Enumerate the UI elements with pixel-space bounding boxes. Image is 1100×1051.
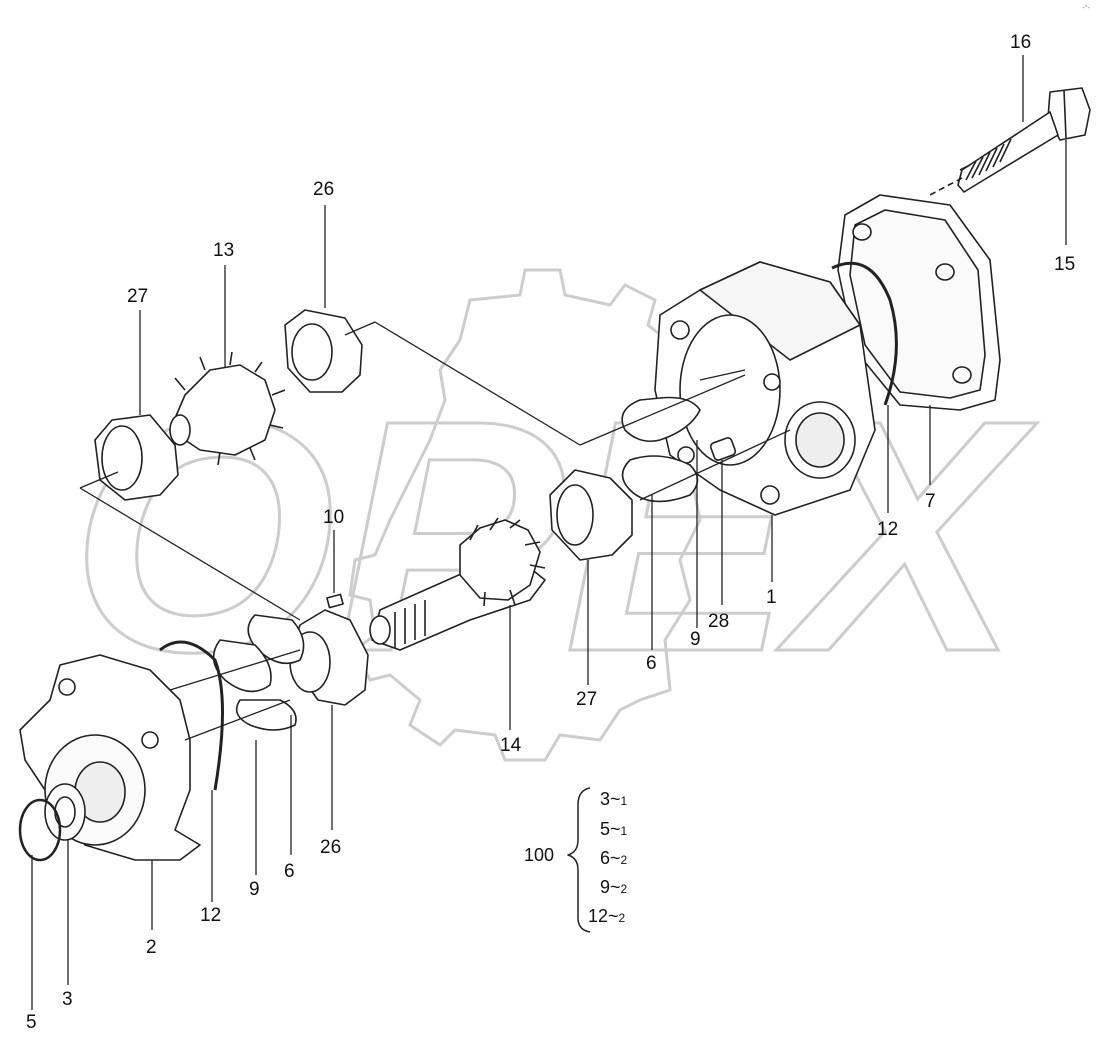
callout-26-lower: 26 xyxy=(320,837,342,858)
callout-15: 15 xyxy=(1054,254,1076,275)
callout-9-left: 9 xyxy=(249,879,260,900)
seal-part-6-left xyxy=(247,614,305,665)
kit-item-tilde: ~ xyxy=(608,906,619,926)
callout-3: 3 xyxy=(62,989,73,1010)
kit-item-qty: 2 xyxy=(620,853,628,867)
kit-item-tilde: ~ xyxy=(610,819,621,839)
callout-27-left: 27 xyxy=(127,286,149,307)
kit-item-part: 12 xyxy=(588,906,609,926)
callout-12-right: 12 xyxy=(877,519,899,540)
oring-part-12-right xyxy=(831,261,898,406)
callout-28: 28 xyxy=(708,611,730,632)
kit-item: 6~2 xyxy=(600,849,627,867)
kit-item-part: 5 xyxy=(600,819,611,839)
callout-10: 10 xyxy=(323,507,345,528)
bushing-part-26-upper xyxy=(284,309,363,393)
callout-16: 16 xyxy=(1010,32,1032,53)
seal-part-6-left-b xyxy=(235,699,297,731)
callout-6-right: 6 xyxy=(646,653,657,674)
pump-body-part-1 xyxy=(654,261,876,516)
callout-13: 13 xyxy=(213,240,235,261)
snap-ring-part-5 xyxy=(18,798,62,862)
kit-item-part: 6 xyxy=(600,848,611,868)
oring-part-12-left xyxy=(159,640,224,791)
kit-item: 9~2 xyxy=(600,878,627,896)
kit-item-tilde: ~ xyxy=(610,789,621,809)
bushing-part-27-right xyxy=(549,469,633,561)
leader-lines xyxy=(31,55,1067,1010)
kit-item-tilde: ~ xyxy=(610,877,621,897)
kit-item-qty: 2 xyxy=(620,882,628,896)
kit-item-qty: 1 xyxy=(620,794,628,808)
seal-part-6-right xyxy=(621,455,699,503)
bushing-part-26-lower xyxy=(289,609,369,706)
callout-26-upper: 26 xyxy=(313,179,335,200)
watermark-gear xyxy=(348,268,723,762)
callout-6-left: 6 xyxy=(284,861,295,882)
kit-item: 5~1 xyxy=(600,820,627,838)
drive-gear-part-14 xyxy=(369,517,546,651)
callout-9-right: 9 xyxy=(690,629,701,650)
rear-cover-part-7 xyxy=(837,194,1001,411)
pin-part-28 xyxy=(709,437,737,461)
kit-label: 100 xyxy=(524,845,555,865)
callout-14: 14 xyxy=(500,735,522,756)
callout-27-right: 27 xyxy=(576,689,598,710)
callout-12-left: 12 xyxy=(200,905,222,926)
driven-gear-part-13 xyxy=(169,351,286,466)
callout-7: 7 xyxy=(925,491,936,512)
kit-item: 12~2 xyxy=(588,907,625,925)
bolt-part-15-16 xyxy=(929,87,1091,196)
kit-item: 3~1 xyxy=(600,790,627,808)
corner-code: -°- xyxy=(1082,5,1090,12)
callout-5: 5 xyxy=(26,1012,37,1033)
kit-item-part: 9 xyxy=(600,877,611,897)
kit-item-part: 3 xyxy=(600,789,611,809)
kit-item-qty: 1 xyxy=(620,824,628,838)
callout-1: 1 xyxy=(766,587,777,608)
callout-2: 2 xyxy=(146,937,157,958)
kit-brace xyxy=(567,787,591,933)
assembly-lines xyxy=(79,321,791,741)
key-part-10 xyxy=(326,593,344,609)
seal-part-9-right xyxy=(621,396,701,443)
kit-item-qty: 2 xyxy=(618,911,626,925)
kit-item-tilde: ~ xyxy=(610,848,621,868)
